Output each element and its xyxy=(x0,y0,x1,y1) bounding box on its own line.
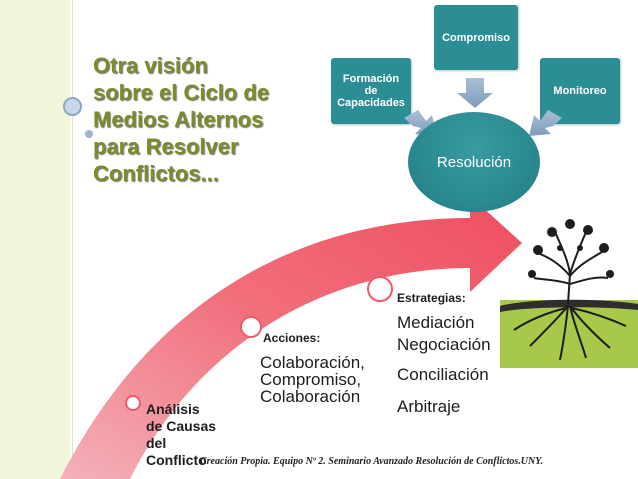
step-acciones-items: Colaboración, Compromiso, Colaboración xyxy=(260,353,365,406)
box-compromiso: Compromiso xyxy=(434,5,518,70)
decorative-dot xyxy=(63,97,82,116)
step-estrategias-item: Negociación xyxy=(397,335,491,354)
arrow-right-down-icon xyxy=(529,110,562,136)
step-estrategias-item: Mediación xyxy=(397,313,475,332)
tree-icon xyxy=(500,219,638,368)
step-marker-3 xyxy=(367,276,393,302)
step-marker-2 xyxy=(240,316,262,338)
slide-title: Otra visión sobre el Ciclo de Medios Alt… xyxy=(93,53,270,186)
step-estrategias-header: Estrategias: xyxy=(397,291,466,305)
big-curved-arrow xyxy=(60,196,522,479)
step-acciones-header: Acciones: xyxy=(263,331,321,345)
step-analisis: Análisis de Causas del Conflicto xyxy=(146,401,217,468)
arrow-down-icon xyxy=(457,78,493,108)
step-estrategias-item: Arbitraje xyxy=(397,397,461,416)
decorative-line xyxy=(72,0,73,479)
decorative-strip xyxy=(0,0,70,479)
decorative-dot xyxy=(85,130,93,138)
step-estrategias-item: Conciliación xyxy=(397,365,489,384)
circle-resolucion: Resolución xyxy=(408,112,540,212)
source-caption: Creación Propia. Equipo Nº 2. Seminario … xyxy=(200,456,544,467)
step-marker-1 xyxy=(125,395,141,411)
box-monitoreo: Monitoreo xyxy=(540,58,620,124)
